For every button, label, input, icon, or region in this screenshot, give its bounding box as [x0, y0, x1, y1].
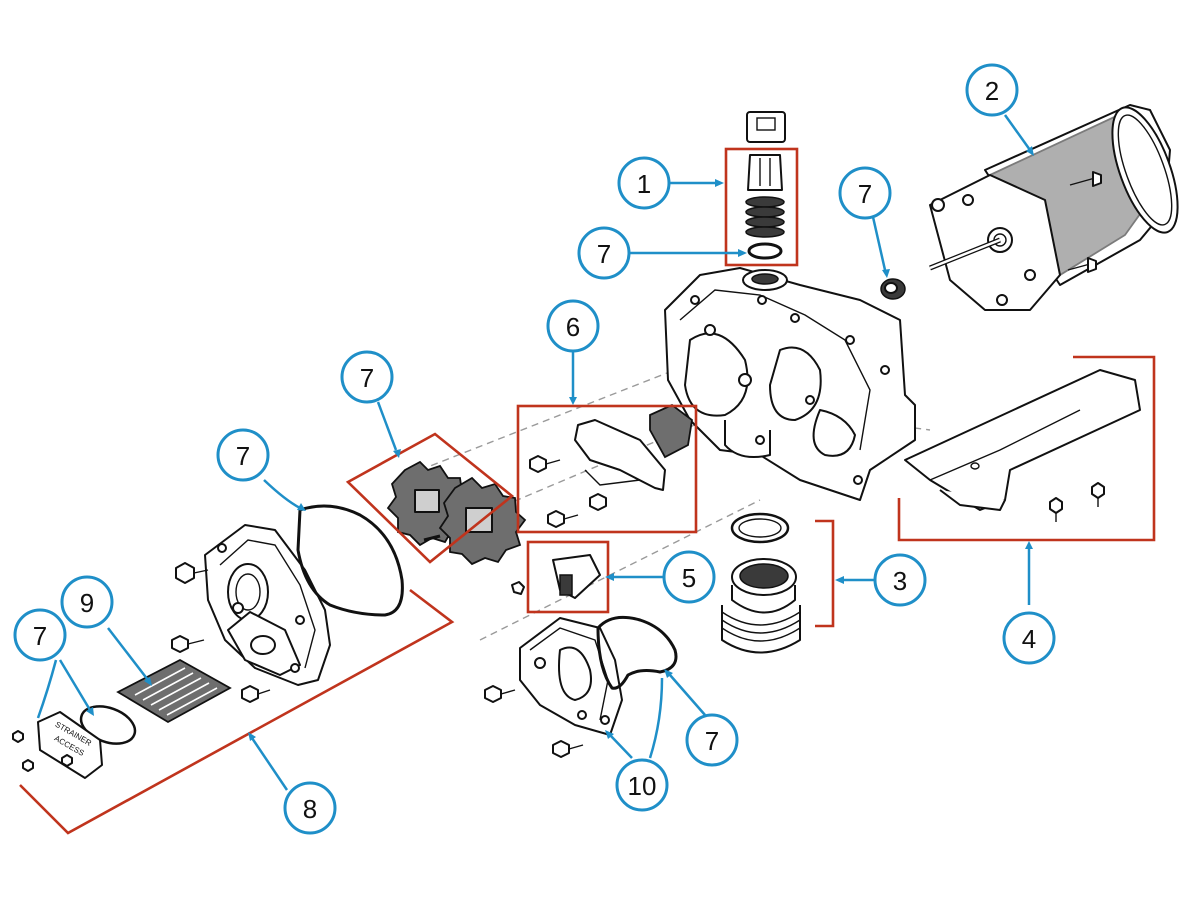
valve-spring [745, 196, 785, 238]
motor [929, 104, 1179, 311]
valve-plate-kit [529, 403, 693, 528]
strainer-kit: STRAINER ACCESS [12, 658, 232, 779]
bracket-mounting [897, 355, 1156, 542]
pressure-switch [511, 554, 601, 599]
shaft-seal [880, 278, 906, 300]
impellers [386, 460, 527, 566]
callout-1: 1 [617, 156, 671, 210]
bracket-check-valve [724, 147, 799, 267]
end-cover [171, 504, 404, 703]
leader-lines [36, 114, 1034, 791]
callout-7-plate-gasket: 7 [685, 713, 739, 767]
callout-7e-label: 7 [33, 621, 47, 651]
callout-3-label: 3 [893, 566, 907, 596]
callout-10-label: 10 [628, 771, 657, 801]
check-valve-assembly [745, 111, 786, 260]
port-fitting [721, 512, 801, 654]
valve-housing-plate [484, 615, 678, 758]
callout-4-label: 4 [1022, 624, 1036, 654]
group-brackets [19, 147, 1156, 835]
callout-4: 4 [1002, 611, 1056, 665]
callout-2-label: 2 [985, 76, 999, 106]
callout-2: 2 [965, 63, 1019, 117]
callout-5: 5 [662, 550, 716, 604]
mounting-bracket [904, 369, 1141, 522]
bracket-impellers [345, 432, 515, 564]
bracket-end-cover [19, 588, 455, 835]
callout-7f-label: 7 [705, 726, 719, 756]
callout-10: 10 [615, 758, 669, 812]
callout-6: 6 [546, 299, 600, 353]
callout-7-shaft-seal: 7 [838, 166, 892, 220]
callout-9-label: 9 [80, 588, 94, 618]
callout-7-check-valve: 7 [577, 226, 631, 280]
callout-1-label: 1 [637, 169, 651, 199]
callout-7a-label: 7 [597, 239, 611, 269]
pump-body [664, 267, 916, 501]
callout-7-strainer-gasket: 7 [13, 608, 67, 662]
callout-7b-label: 7 [858, 179, 872, 209]
callout-3: 3 [873, 553, 927, 607]
callout-6-label: 6 [566, 312, 580, 342]
callout-7-cover-gasket: 7 [216, 428, 270, 482]
callout-8: 8 [283, 781, 337, 835]
callout-7d-label: 7 [236, 441, 250, 471]
callout-9: 9 [60, 575, 114, 629]
bracket-port-fitting [815, 519, 835, 628]
callout-7c-label: 7 [360, 363, 374, 393]
callout-8-label: 8 [303, 794, 317, 824]
callout-7-impellers: 7 [340, 350, 394, 404]
bracket-valve-plate [516, 404, 698, 534]
callout-5-label: 5 [682, 563, 696, 593]
callouts: 1 2 3 4 5 6 7 7 7 7 7 7 8 9 10 [13, 63, 1056, 835]
